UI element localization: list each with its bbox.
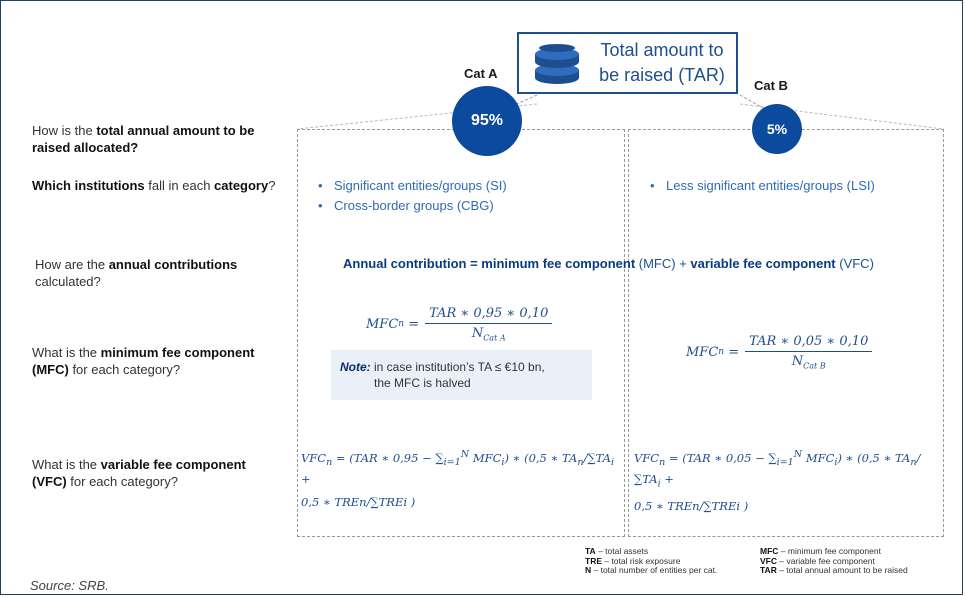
coins-icon [535,44,579,84]
question-mfc: What is the minimum fee component (MFC) … [32,345,255,377]
cat-a-percent-circle: 95% [452,86,522,156]
cat-b-label: Cat B [754,78,788,93]
vfc-cat-a-formula: VFCn = (TAR ∗ 0,95 − ∑i=1N MFCi) ∗ (0,5 … [301,446,623,511]
list-item: Less significant entities/groups (LSI) [650,176,875,196]
legend-item: VFC – variable fee component [760,555,875,566]
legend-right: MFC – minimum fee component VFC – variab… [760,546,908,576]
question-vfc: What is the variable fee component (VFC)… [32,457,246,489]
tar-box: Total amount to be raised (TAR) [517,32,738,94]
cat-a-bullets: Significant entities/groups (SI) Cross-b… [318,176,507,216]
source-note: Source: SRB. [30,578,109,593]
vfc-cat-b-line-1: VFCn = (TAR ∗ 0,05 − ∑i=1N MFCi) ∗ (0,5 … [634,449,921,490]
legend-left: TA – total assets TRE – total risk expos… [585,546,718,576]
annual-contribution-formula: Annual contribution = minimum fee compon… [343,256,874,271]
list-item: Significant entities/groups (SI) [318,176,507,196]
cat-b-percent-circle: 5% [752,104,802,154]
question-institutions: Which institutions fall in each category… [32,178,276,193]
question-allocation: How is the total annual amount to be rai… [32,123,255,155]
tar-line-2: be raised (TAR) [599,65,725,85]
cat-a-label: Cat A [464,66,498,81]
vfc-cat-b-line-2: 0,5 ∗ TREn/∑TREi ) [634,499,749,514]
legend-item: TRE – total risk exposure [585,555,681,566]
legend-item: TAR – total annual amount to be raised [760,565,908,575]
note-box: Note: in case institution’s TA ≤ €10 bn,… [331,350,592,400]
vfc-cat-a-line-2: 0,5 ∗ TREn/∑TREi ) [301,495,416,510]
legend-item: TA – total assets [585,546,649,556]
question-annual-contributions: How are the annual contributions calcula… [35,257,238,289]
vfc-cat-b-formula: VFCn = (TAR ∗ 0,05 − ∑i=1N MFCi) ∗ (0,5 … [634,446,942,515]
legend-item: N – total number of entities per cat. [585,565,718,575]
vfc-cat-a-line-1: VFCn = (TAR ∗ 0,95 − ∑i=1N MFCi) ∗ (0,5 … [301,449,615,487]
tar-line-1: Total amount to [600,40,724,60]
cat-b-bullets: Less significant entities/groups (LSI) [650,176,875,196]
tar-label: Total amount to be raised (TAR) [592,38,732,88]
legend-item: MFC – minimum fee component [760,546,881,556]
list-item: Cross-border groups (CBG) [318,196,507,216]
